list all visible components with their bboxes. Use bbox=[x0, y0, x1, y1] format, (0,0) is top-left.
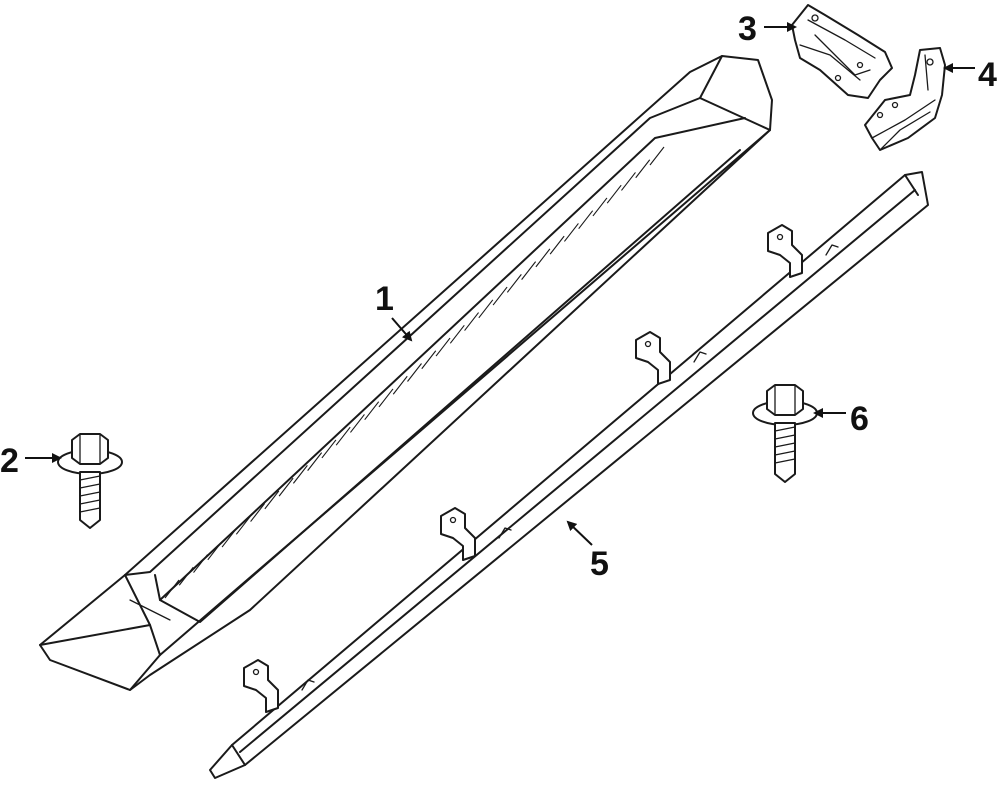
tread-hatch-line bbox=[264, 490, 280, 510]
tread-hatch-line bbox=[378, 388, 394, 408]
front-bracket bbox=[791, 4, 893, 99]
tread-hatch-line bbox=[407, 363, 422, 382]
svg-text:6: 6 bbox=[850, 400, 869, 438]
svg-text:3: 3 bbox=[738, 10, 757, 48]
bolt-right bbox=[752, 384, 818, 483]
tread-hatch-line bbox=[449, 324, 465, 344]
tread-hatch-line bbox=[592, 197, 608, 217]
rail-bracket bbox=[243, 659, 279, 713]
callout-4: 4 bbox=[943, 56, 997, 94]
tread-hatch-line bbox=[307, 452, 323, 471]
rail-tab bbox=[498, 527, 512, 539]
svg-text:1: 1 bbox=[375, 280, 394, 318]
tread-hatch-line bbox=[178, 566, 194, 586]
callout-3: 3 bbox=[738, 10, 797, 48]
callout-5: 5 bbox=[566, 520, 609, 583]
bracket-hole bbox=[252, 668, 260, 676]
tread-hatch-line bbox=[193, 554, 208, 573]
tread-hatch-line bbox=[292, 465, 308, 484]
tread-hatch-line bbox=[635, 159, 651, 179]
tread-hatch-line bbox=[578, 210, 594, 230]
tread-hatch-line bbox=[521, 261, 537, 280]
rail-tab bbox=[301, 679, 315, 691]
rail-tab bbox=[693, 351, 707, 363]
rail-bracket bbox=[767, 224, 803, 278]
callout-1: 1 bbox=[375, 280, 413, 342]
bracket-hole bbox=[449, 516, 457, 524]
bolt-left bbox=[57, 433, 123, 529]
tread-hatch-line bbox=[321, 439, 337, 459]
tread-hatch-line bbox=[478, 299, 494, 319]
tread-hatch-line bbox=[164, 579, 180, 599]
svg-text:5: 5 bbox=[590, 545, 609, 583]
tread-hatch-line bbox=[278, 477, 294, 497]
tread-hatch-line bbox=[535, 248, 551, 268]
svg-text:2: 2 bbox=[0, 442, 19, 480]
callout-6: 6 bbox=[813, 400, 869, 438]
rail-bracket bbox=[635, 331, 671, 385]
tread-hatch-line bbox=[563, 223, 579, 242]
running-board-step bbox=[39, 55, 773, 691]
tread-hatch-line bbox=[250, 503, 266, 522]
mounting-rail bbox=[209, 171, 929, 779]
tread-hatch-line bbox=[221, 528, 237, 548]
svg-text:4: 4 bbox=[978, 56, 997, 94]
tread-hatch-line bbox=[350, 414, 365, 433]
tread-hatch-line bbox=[392, 375, 408, 395]
rail-tab bbox=[825, 244, 839, 256]
tread-hatch-line bbox=[506, 274, 522, 293]
tread-hatch-line bbox=[549, 235, 565, 255]
tread-hatch-line bbox=[606, 184, 622, 204]
tread-hatch-line bbox=[364, 401, 380, 421]
tread-hatch-line bbox=[421, 350, 437, 370]
bracket-hole bbox=[644, 340, 652, 348]
tread-hatch-line bbox=[649, 146, 665, 166]
tread-hatch-line bbox=[621, 172, 636, 191]
callout-2: 2 bbox=[0, 442, 62, 480]
tread-hatch-line bbox=[335, 426, 351, 446]
tread-hatch-line bbox=[235, 515, 251, 535]
rail-bracket bbox=[440, 507, 476, 561]
tread-hatch-line bbox=[207, 541, 223, 561]
bracket-hole bbox=[776, 233, 784, 241]
tread-hatch-line bbox=[435, 337, 451, 357]
tread-hatch-line bbox=[464, 312, 479, 331]
tread-hatch-line bbox=[492, 286, 508, 306]
